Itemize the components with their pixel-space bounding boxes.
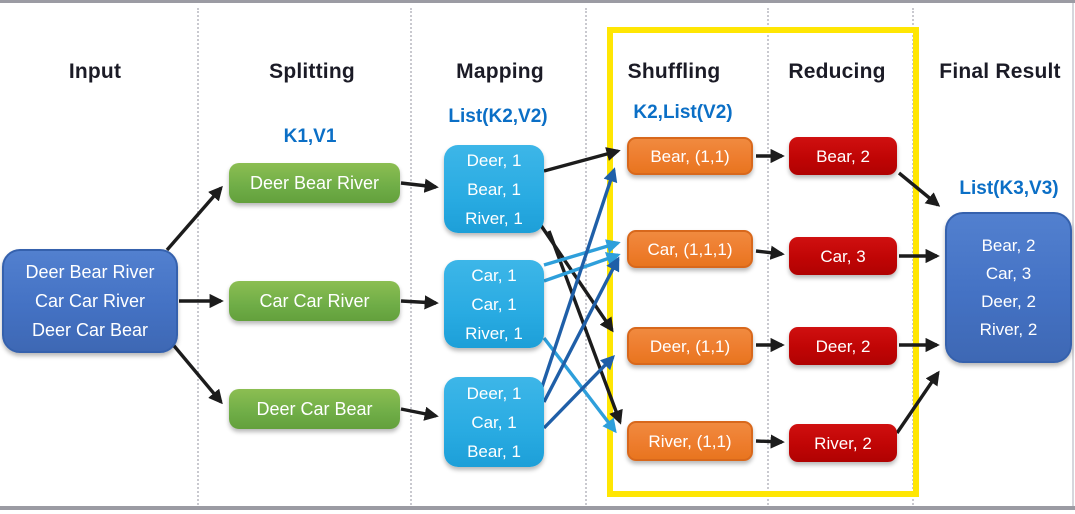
split-box-2: Car Car River	[229, 281, 400, 321]
map-line: Deer, 1	[466, 383, 522, 403]
frame-bottom-line	[0, 506, 1075, 510]
map-line: Car, 1	[471, 412, 517, 432]
reduce-box-text: Bear, 2	[816, 146, 870, 166]
input-box: Deer Bear River Car Car River Deer Car B…	[2, 249, 178, 353]
split-box-1: Deer Bear River	[229, 163, 400, 203]
column-header-shuffling: Shuffling	[627, 60, 721, 83]
map-line: Bear, 1	[467, 441, 521, 461]
arrow-map1-deer	[538, 223, 614, 333]
reduce-box-text: River, 2	[814, 433, 872, 453]
key-label-list-k3v3: List(K3,V3)	[959, 178, 1059, 199]
shuffle-box-bear: Bear, (1,1)	[627, 137, 753, 175]
map-line: River, 1	[465, 208, 523, 228]
map-line: Car, 1	[471, 294, 517, 314]
final-line: Deer, 2	[981, 291, 1036, 311]
column-header-reducing: Reducing	[788, 60, 886, 83]
arrow-input-split1	[165, 185, 223, 252]
reduce-box-text: Deer, 2	[815, 336, 871, 356]
column-header-final-result: Final Result	[939, 60, 1061, 83]
final-line: Bear, 2	[981, 235, 1036, 255]
key-label-list-k2v2: List(K2,V2)	[448, 106, 548, 127]
split-box-text: Deer Car Bear	[256, 398, 373, 419]
arrow-map3-bear	[539, 167, 618, 391]
column-header-input: Input	[68, 60, 122, 83]
reduce-box-bear: Bear, 2	[789, 137, 897, 175]
map-line: Car, 1	[471, 265, 517, 285]
key-label-k2-list-v2: K2,List(V2)	[633, 102, 733, 123]
map-box-1: Deer, 1 Bear, 1 River, 1	[444, 145, 544, 233]
map-box-3: Deer, 1 Car, 1 Bear, 1	[444, 377, 544, 467]
frame-top-line	[0, 0, 1075, 3]
column-divider	[410, 8, 412, 505]
shuffle-box-text: Deer, (1,1)	[649, 336, 731, 356]
final-line: Car, 3	[985, 263, 1032, 283]
arrow-split2-map2	[400, 295, 439, 310]
column-header-splitting: Splitting	[269, 60, 355, 83]
shuffle-box-deer: Deer, (1,1)	[627, 327, 753, 365]
column-divider	[767, 8, 769, 505]
reduce-box-river: River, 2	[789, 424, 897, 462]
shuffle-box-text: Bear, (1,1)	[650, 146, 730, 166]
final-line: River, 2	[979, 319, 1038, 339]
key-label-k1v1: K1,V1	[283, 126, 337, 147]
column-header-mapping: Mapping	[456, 60, 544, 83]
arrow-map2-river	[542, 336, 617, 434]
arrow-input-split3	[168, 339, 223, 405]
column-divider	[197, 8, 199, 505]
input-line: Deer Bear River	[25, 261, 155, 282]
split-box-text: Deer Bear River	[249, 172, 380, 193]
reduce-box-text: Car, 3	[820, 246, 866, 266]
final-result-box: Bear, 2 Car, 3 Deer, 2 River, 2	[945, 212, 1072, 363]
reduce-box-deer: Deer, 2	[789, 327, 897, 365]
shuffle-box-car: Car, (1,1,1)	[627, 230, 753, 268]
shuffle-box-river: River, (1,1)	[627, 421, 753, 461]
map-line: Deer, 1	[466, 150, 522, 170]
arrow-map3-deer	[542, 354, 615, 430]
shuffle-box-text: Car, (1,1,1)	[647, 239, 733, 259]
arrow-split1-map1	[400, 178, 439, 193]
map-line: River, 1	[465, 323, 523, 343]
arrow-split3-map3	[400, 406, 439, 421]
input-line: Deer Car Bear	[31, 319, 149, 340]
split-box-3: Deer Car Bear	[229, 389, 400, 429]
map-box-2: Car, 1 Car, 1 River, 1	[444, 260, 544, 348]
shuffle-box-text: River, (1,1)	[648, 431, 732, 451]
frame-right-line	[1072, 3, 1074, 506]
map-line: Bear, 1	[467, 179, 521, 199]
input-line: Car Car River	[34, 290, 145, 311]
split-box-text: Car Car River	[259, 290, 370, 311]
column-divider	[585, 8, 587, 505]
reduce-box-car: Car, 3	[789, 237, 897, 275]
